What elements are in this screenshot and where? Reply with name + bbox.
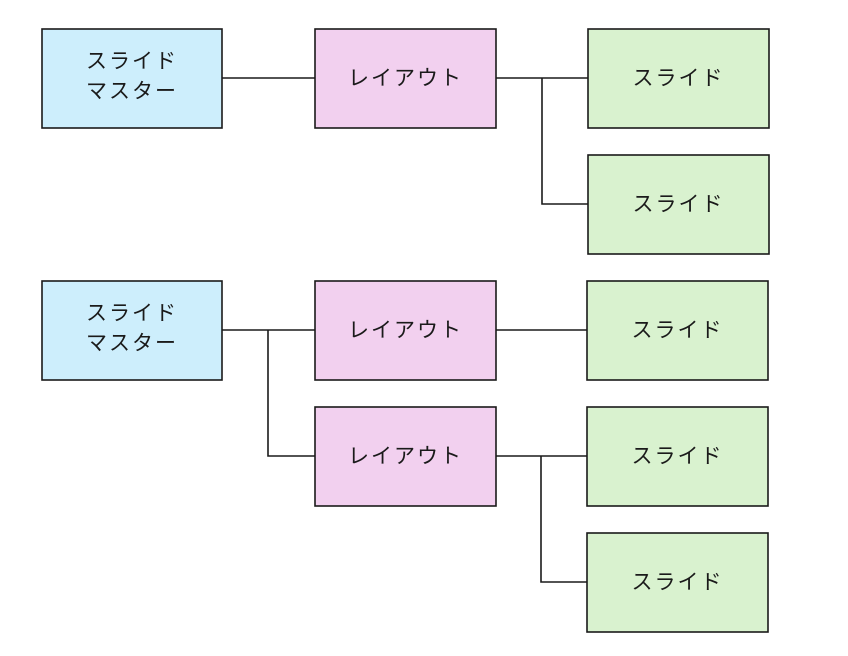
bottom-layout-label-1: レイアウト	[348, 318, 463, 342]
top-slide-box-1: スライド	[587, 28, 770, 129]
bottom-slide-master-box: スライド マスター	[41, 280, 223, 381]
bottom-layout-box-2: レイアウト	[314, 406, 497, 507]
bottom-layout-box-1: レイアウト	[314, 280, 497, 381]
top-slide-label-2: スライド	[633, 192, 725, 216]
top-layout-box: レイアウト	[314, 28, 497, 129]
bottom-slide-label-2: スライド	[632, 444, 724, 468]
bottom-layout-label-2: レイアウト	[348, 444, 463, 468]
connector-layout-2-to-slide-3	[540, 456, 587, 583]
bottom-layout-rect-2	[314, 406, 497, 507]
bottom-slide-rect-3	[586, 532, 769, 633]
bottom-slide-label-1: スライド	[632, 318, 724, 342]
connector-layout-to-slide-2	[541, 78, 588, 205]
top-connectors	[222, 77, 588, 205]
top-slide-rect-1	[587, 28, 770, 129]
bottom-connectors	[222, 329, 587, 583]
bottom-slide-master-rect	[41, 280, 223, 381]
bottom-slide-rect-1	[586, 280, 769, 381]
bottom-slide-master-label-line1: スライド	[86, 301, 178, 325]
top-slide-label-1: スライド	[633, 66, 725, 90]
top-slide-master-box: スライド マスター	[41, 28, 223, 129]
bottom-slide-label-3: スライド	[632, 570, 724, 594]
top-layout-rect	[314, 28, 497, 129]
top-slide-master-rect	[41, 28, 223, 129]
bottom-slide-box-1: スライド	[586, 280, 769, 381]
top-slide-rect-2	[587, 154, 770, 255]
bottom-slide-rect-2	[586, 406, 769, 507]
top-slide-master-label-line1: スライド	[86, 49, 178, 73]
top-layout-label: レイアウト	[348, 66, 463, 90]
bottom-slide-master-label-line2: マスター	[86, 331, 178, 355]
bottom-slide-box-2: スライド	[586, 406, 769, 507]
top-slide-box-2: スライド	[587, 154, 770, 255]
connector-master-to-layout-2	[267, 330, 315, 457]
bottom-slide-box-3: スライド	[586, 532, 769, 633]
top-slide-master-label-line2: マスター	[86, 79, 178, 103]
bottom-layout-rect-1	[314, 280, 497, 381]
